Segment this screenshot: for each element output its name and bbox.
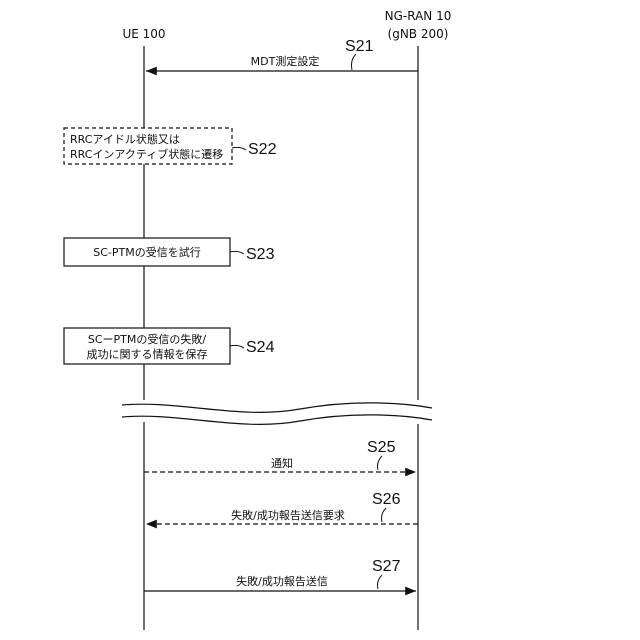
step-label-s23: S23 [246, 246, 275, 263]
step-label-s26: S26 [372, 491, 401, 508]
step-s24-line2: 成功に関する情報を保存 [87, 347, 208, 361]
ran-label-line1: NG-RAN 10 [385, 9, 452, 23]
step-s22-box: RRCアイドル状態又は RRCインアクティブ状態に遷移 S22 [64, 128, 277, 164]
message-s26-label: 失敗/成功報告送信要求 [231, 508, 345, 522]
message-s27: 失敗/成功報告送信 S27 [144, 558, 416, 591]
step-s23-box: SC-PTMの受信を試行 S23 [64, 238, 275, 266]
step-s22-line1: RRCアイドル状態又は [70, 132, 180, 146]
message-s25-label: 通知 [271, 456, 293, 470]
step-s24-box: SCーPTMの受信の失敗/ 成功に関する情報を保存 S24 [64, 328, 275, 364]
message-s21: MDT測定設定 S21 [146, 38, 418, 71]
ue-label: UE 100 [122, 27, 165, 41]
step-s24-line1: SCーPTMの受信の失敗/ [88, 332, 207, 346]
step-s22-line2: RRCインアクティブ状態に遷移 [70, 147, 223, 161]
step-s23-line1: SC-PTMの受信を試行 [93, 245, 200, 259]
message-s21-label: MDT測定設定 [251, 54, 320, 68]
step-label-s22: S22 [248, 141, 277, 158]
ran-label-line2: (gNB 200) [388, 27, 449, 41]
step-label-s27: S27 [372, 558, 401, 575]
step-label-s24: S24 [246, 339, 275, 356]
step-label-s21: S21 [345, 38, 374, 55]
step-label-s25: S25 [367, 439, 396, 456]
message-s26: 失敗/成功報告送信要求 S26 [146, 491, 418, 524]
message-s27-label: 失敗/成功報告送信 [236, 574, 328, 588]
timeline-break [122, 403, 432, 424]
message-s25: 通知 S25 [144, 439, 416, 472]
